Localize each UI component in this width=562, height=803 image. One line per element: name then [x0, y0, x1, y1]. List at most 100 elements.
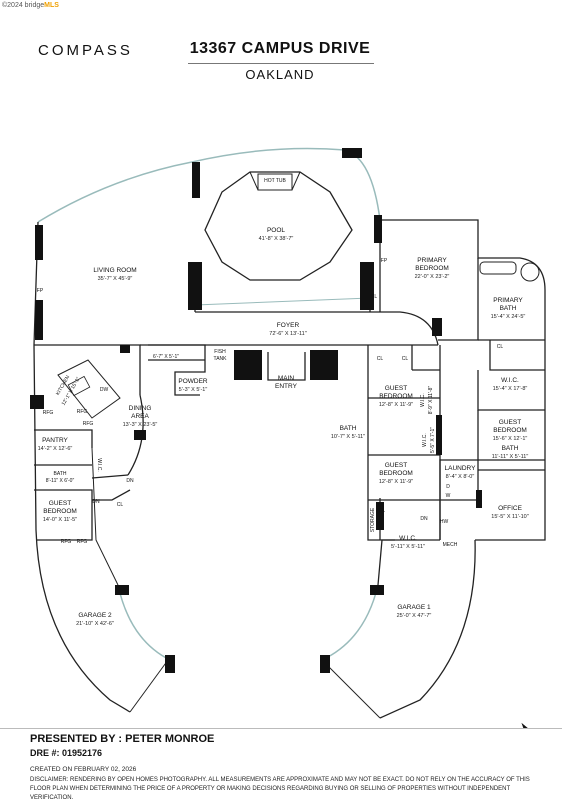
label-garage-1: GARAGE 1 — [397, 604, 431, 611]
label-dn-center: DN — [420, 516, 428, 522]
dim-garage-1: 25'-0" X 47'-7" — [397, 613, 432, 619]
label-primary-bedroom-2: BEDROOM — [415, 265, 449, 272]
label-cl-primary-bath: CL — [497, 344, 504, 350]
label-d: D — [446, 484, 450, 490]
thick-walls — [30, 148, 482, 673]
label-guest-bedroom-right-1: GUEST — [499, 419, 521, 426]
label-dn-dining: DN — [126, 478, 134, 484]
label-guest-bedroom-2b: BEDROOM — [379, 470, 413, 477]
dim-guest-bedroom-2: 12'-8" X 11'-9" — [379, 479, 413, 485]
label-guest-bedroom-left-1: GUEST — [49, 500, 71, 507]
label-rfg-1: RFG — [77, 409, 88, 415]
label-guest-bedroom-2a: GUEST — [385, 462, 407, 469]
label-laundry: LAUNDRY — [445, 465, 477, 472]
brand-logo: COMPASS — [38, 42, 133, 59]
dim-garage-2: 21'-10" X 42'-6" — [76, 621, 114, 627]
label-pantry: PANTRY — [42, 437, 68, 444]
dim-guest-bedroom-right: 15'-6" X 12'-1" — [493, 436, 528, 442]
dim-small-room: 6'-7" X 5'-1" — [153, 354, 179, 360]
north-arrow-icon — [521, 722, 541, 728]
label-main-entry-1: MAIN — [278, 375, 295, 382]
fixture-labels: FP FP CL CL CL CL CL CL RFG RFG RFG RFG … — [37, 258, 504, 545]
label-guest-bedroom-1a: GUEST — [385, 385, 407, 392]
page-title: 13367 CAMPUS DRIVE — [189, 40, 371, 57]
label-foyer: FOYER — [277, 322, 300, 329]
label-w: W — [446, 493, 451, 499]
label-fp-right: FP — [381, 258, 388, 264]
dim-wic-vertical-2: 5'-5" X 7'-1" — [430, 427, 436, 453]
room-labels: HOT TUB POOL 41'-8" X 38'-7" LIVING ROOM… — [38, 178, 529, 627]
label-dining-2: AREA — [131, 413, 149, 420]
label-guest-bedroom-left-2: BEDROOM — [43, 508, 77, 515]
dim-guest-bedroom-1: 12'-8" X 11'-9" — [379, 402, 413, 408]
dim-bath-left: 8'-11" X 6'-0" — [46, 478, 75, 484]
floor-plan: HOT TUB POOL 41'-8" X 38'-7" LIVING ROOM… — [30, 147, 546, 728]
label-primary-bedroom-1: PRIMARY — [417, 257, 447, 264]
label-dining-1: DINING — [129, 405, 152, 412]
dim-foyer: 72'-6" X 13'-11" — [269, 331, 306, 337]
dim-living-room: 35'-7" X 45'-9" — [98, 276, 133, 282]
created-date: CREATED ON FEBRUARY 02, 2026 — [30, 766, 137, 773]
outer-walls — [33, 147, 546, 719]
label-fish-tank-1: FISH — [214, 349, 226, 355]
footer-divider — [0, 728, 562, 729]
dim-bath-center: 10'-7" X 5'-11" — [331, 434, 365, 440]
label-living-room: LIVING ROOM — [93, 267, 136, 274]
label-primary-bath-2: BATH — [500, 305, 517, 312]
dim-primary-bedroom: 22'-0" X 23'-2" — [415, 274, 450, 280]
label-cl-center-1: CL — [377, 356, 384, 362]
label-primary-bath-1: PRIMARY — [493, 297, 523, 304]
dim-laundry: 8'-4" X 8'-0" — [446, 474, 475, 480]
label-bath-right: BATH — [502, 445, 519, 452]
label-cl-center-2: CL — [402, 356, 409, 362]
label-wic-vertical-1: W.I.C. — [420, 393, 426, 407]
label-bath-center: BATH — [340, 425, 357, 432]
title-divider — [188, 63, 374, 64]
label-cl-left: CL — [117, 502, 124, 508]
label-storage: STORAGE — [370, 507, 376, 532]
page-subtitle: OAKLAND — [245, 67, 315, 82]
dre-number: DRE #: 01952176 — [30, 748, 103, 758]
label-guest-bedroom-right-2: BEDROOM — [493, 427, 527, 434]
label-fp-left: FP — [37, 288, 44, 294]
label-powder: POWDER — [178, 378, 208, 385]
disclaimer: DISCLAIMER: RENDERING BY OPEN HOMES PHOT… — [30, 777, 530, 801]
label-rfg-4: RFG — [61, 539, 72, 545]
label-rfg-3: RFG — [43, 410, 54, 416]
dim-primary-bath: 15'-4" X 24'-5" — [491, 314, 526, 320]
dim-wic-center: 5'-11" X 5'-11" — [391, 544, 425, 550]
label-office: OFFICE — [498, 505, 522, 512]
dim-wic-right: 15'-4" X 17'-8" — [493, 386, 528, 392]
label-dn-left: DN — [92, 499, 100, 505]
label-rfg-2: RFG — [83, 421, 94, 427]
label-garage-2: GARAGE 2 — [78, 612, 112, 619]
dim-pool: 41'-8" X 38'-7" — [259, 236, 294, 242]
label-mech: MECH — [443, 542, 458, 548]
dim-office: 15'-5" X 11'-10" — [491, 514, 528, 520]
watermark: ©2024 bridgeMLS — [2, 2, 59, 9]
watermark-mls: MLS — [44, 2, 59, 9]
label-dw: DW — [100, 387, 109, 393]
dim-powder: 5'-3" X 5'-1" — [179, 387, 208, 393]
label-wic-vertical-2: W.I.C. — [422, 433, 428, 447]
dim-dining: 13'-3" X 23'-5" — [123, 422, 158, 428]
label-cl-primary: CL — [371, 294, 378, 300]
label-fish-tank-2: TANK — [214, 356, 228, 362]
label-cl-center-3: CL — [379, 508, 386, 514]
label-wic-right: W.I.C. — [501, 377, 519, 384]
label-wic-left: W.I.C. — [96, 458, 102, 472]
label-pool: POOL — [267, 227, 285, 234]
dim-pantry: 14'-2" X 12'-6" — [38, 446, 73, 452]
watermark-text: ©2024 bridge — [2, 2, 45, 9]
label-bath-left: BATH — [54, 471, 67, 477]
label-rfg-5: RFG — [77, 539, 88, 545]
label-hot-tub: HOT TUB — [264, 178, 286, 184]
label-hw: HW — [440, 519, 449, 525]
dim-wic-vertical-1: 8'-9" X 11'-8" — [428, 386, 434, 415]
label-guest-bedroom-1b: BEDROOM — [379, 393, 413, 400]
dim-bath-right: 11'-11" X 5'-11" — [492, 454, 529, 460]
label-wic-center: W.I.C. — [399, 535, 417, 542]
label-main-entry-2: ENTRY — [275, 383, 298, 390]
dim-guest-bedroom-left: 14'-0" X 11'-5" — [43, 517, 77, 523]
presented-by: PRESENTED BY : PETER MONROE — [30, 733, 215, 745]
